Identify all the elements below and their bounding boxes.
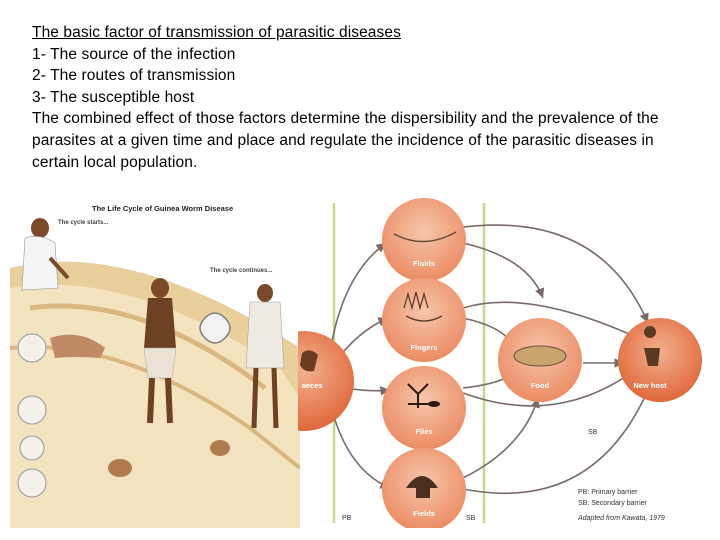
node-fingers: Fingers <box>382 278 466 362</box>
list-item-host: 3- The susceptible host <box>32 88 195 106</box>
label-sb-right: SB <box>588 429 598 436</box>
list-item-source: 1- The source of the infection <box>32 45 236 63</box>
drinking-figure <box>245 284 285 429</box>
transmission-diagram: Fluids Fingers aeces Flies Fields Food <box>254 198 710 532</box>
node-label-faeces: aeces <box>302 381 323 390</box>
transmission-svg: Fluids Fingers aeces Flies Fields Food <box>254 198 702 532</box>
man-figure <box>143 278 177 424</box>
node-food: Food <box>498 318 582 402</box>
woman-figure <box>21 218 70 291</box>
node-fields: Fields <box>382 448 466 532</box>
node-label-fields: Fields <box>413 509 435 518</box>
slide-heading: The basic factor of transmission of para… <box>32 24 401 41</box>
legend-sb: SB: Secondary barrier <box>578 500 648 507</box>
node-label-food: Food <box>531 381 550 390</box>
list-item-routes: 2- The routes of transmission <box>32 67 236 85</box>
node-label-new-host: New host <box>633 381 667 390</box>
label-pb-bottom: PB <box>342 515 352 522</box>
node-label-fingers: Fingers <box>410 343 437 352</box>
node-new-host: New host <box>618 318 702 402</box>
label-sb-bottom: SB <box>466 515 476 522</box>
node-label-flies: Flies <box>415 427 432 436</box>
lifecycle-continues: The cycle continues... <box>210 268 273 274</box>
lifecycle-step1: The cycle starts... <box>58 220 109 226</box>
node-flies: Flies <box>382 366 466 450</box>
guinea-worm-lifecycle-figure: The Life Cycle of Guinea Worm Disease Th… <box>10 198 300 528</box>
node-faeces: aeces <box>254 331 354 431</box>
node-fluids-top: Fluids <box>382 198 466 282</box>
body-paragraph: The combined effect of those factors det… <box>32 110 659 171</box>
legend-pb: PB: Primary barrier <box>578 489 638 496</box>
transmission-arrows <box>327 224 654 495</box>
slide-text: The basic factor of transmission of para… <box>32 22 692 173</box>
lifecycle-title: The Life Cycle of Guinea Worm Disease <box>92 204 234 213</box>
legend-source: Adapted from Kawata, 1979 <box>577 515 665 522</box>
lifecycle-illustration <box>10 218 300 528</box>
node-label-fluids-top: Fluids <box>413 259 435 268</box>
